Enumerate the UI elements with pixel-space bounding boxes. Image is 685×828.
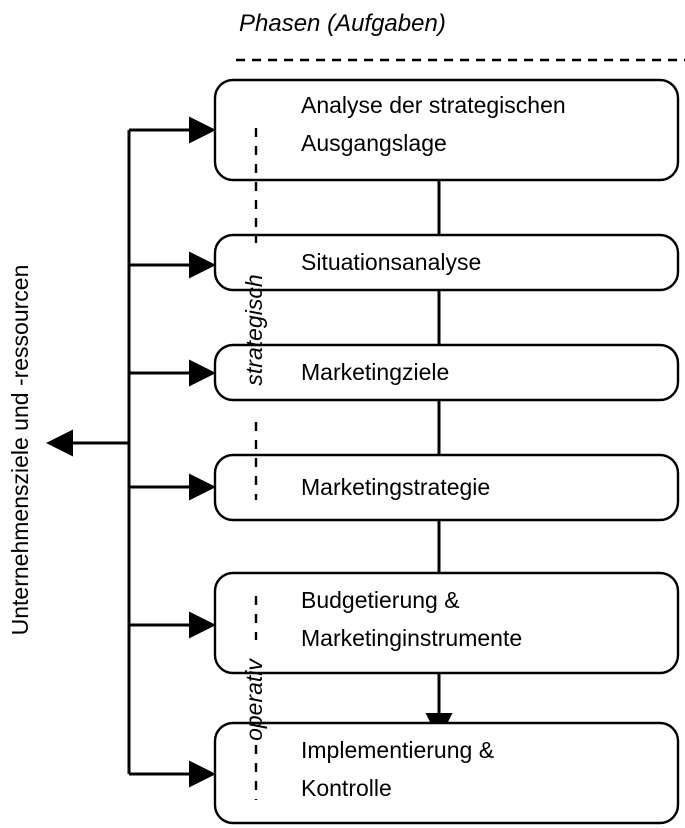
- box-implementierung-line-2: Kontrolle: [301, 775, 392, 801]
- diagram-title: Phasen (Aufgaben): [239, 10, 446, 37]
- box-budgetierung[interactable]: [213, 571, 680, 675]
- box-implementierung[interactable]: [213, 721, 680, 825]
- box-marketingziele[interactable]: [213, 343, 680, 402]
- box-situationsanalyse-label: Situationsanalyse: [301, 249, 481, 275]
- box-analyse-line-2: Ausgangslage: [301, 130, 447, 156]
- phase-boxes: Analyse der strategischen Ausgangslage S…: [213, 78, 680, 825]
- box-implementierung-line-1: Implementierung &: [301, 737, 494, 763]
- box-analyse-line-1: Analyse der strategischen: [301, 92, 566, 118]
- box-budgetierung-line-1: Budgetierung &: [301, 587, 460, 613]
- box-marketingstrategie-label: Marketingstrategie: [301, 474, 490, 500]
- objectives-resources-label: Unternehmensziele und -ressourcen: [7, 265, 33, 636]
- box-marketingziele-label: Marketingziele: [301, 359, 449, 385]
- objectives-feedback-arrows: [46, 116, 216, 788]
- box-budgetierung-line-2: Marketinginstrumente: [301, 625, 522, 651]
- box-situationsanalyse[interactable]: [213, 233, 680, 292]
- phase-label-strategisch: strategisch: [241, 274, 267, 385]
- phase-label-operativ: operativ: [241, 658, 267, 741]
- box-analyse[interactable]: [213, 78, 680, 182]
- box-marketingstrategie[interactable]: [213, 453, 680, 522]
